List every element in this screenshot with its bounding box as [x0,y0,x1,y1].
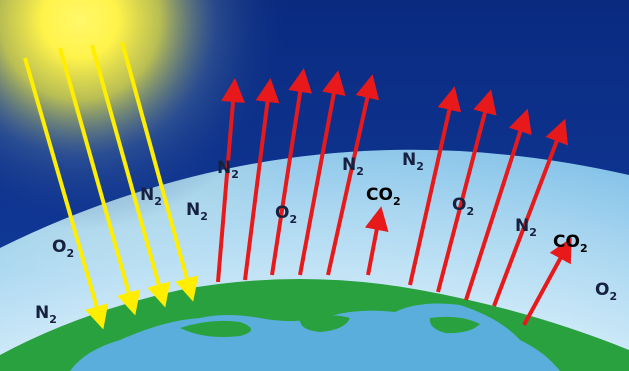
heat-radiation-arrow-icon [464,108,532,301]
heat-radiation-arrow-icon [408,86,462,286]
o2-label: O2 [595,280,617,303]
n2-label: N2 [217,158,239,181]
o2-label: O2 [52,237,74,260]
earth-island-1 [180,320,251,337]
n2-label: N2 [140,185,162,208]
n2-label: N2 [402,150,424,173]
co2-label: CO2 [553,232,588,255]
n2-label: N2 [515,216,537,239]
heat-radiation-arrow-icon [216,78,245,283]
sun-icon [0,0,290,230]
n2-label: N2 [35,303,57,326]
earth-island-2 [300,315,350,332]
heat-radiation-arrow-icon [364,206,389,276]
sunlight-arrow-icon [120,41,199,302]
n2-label: N2 [342,155,364,178]
incoming-sunlight [23,41,199,330]
heat-radiation-arrow-icon [326,74,380,276]
gas-labels: N2 N2 O2 N2 N2 O2 N2 N2 O2 N2 O2 CO2 CO2 [35,150,617,326]
heat-radiation-arrow-icon [522,237,572,326]
heat-radiation-arrow-icon [243,78,280,281]
heat-radiation-arrow-icon [270,68,313,276]
sunlight-arrow-icon [90,44,171,308]
o2-label: O2 [452,195,474,218]
o2-label: O2 [275,203,297,226]
sunlight-arrow-icon [58,47,141,316]
n2-label: N2 [186,200,208,223]
heat-radiation-arrow-icon [436,89,497,293]
heat-radiation-arrow-icon [298,70,346,276]
heat-radiation-arrow-icon [492,118,568,307]
outgoing-radiation [216,68,572,326]
sunlight-arrow-icon [23,57,109,330]
earth-island-3 [429,316,480,334]
co2-label: CO2 [366,185,401,208]
